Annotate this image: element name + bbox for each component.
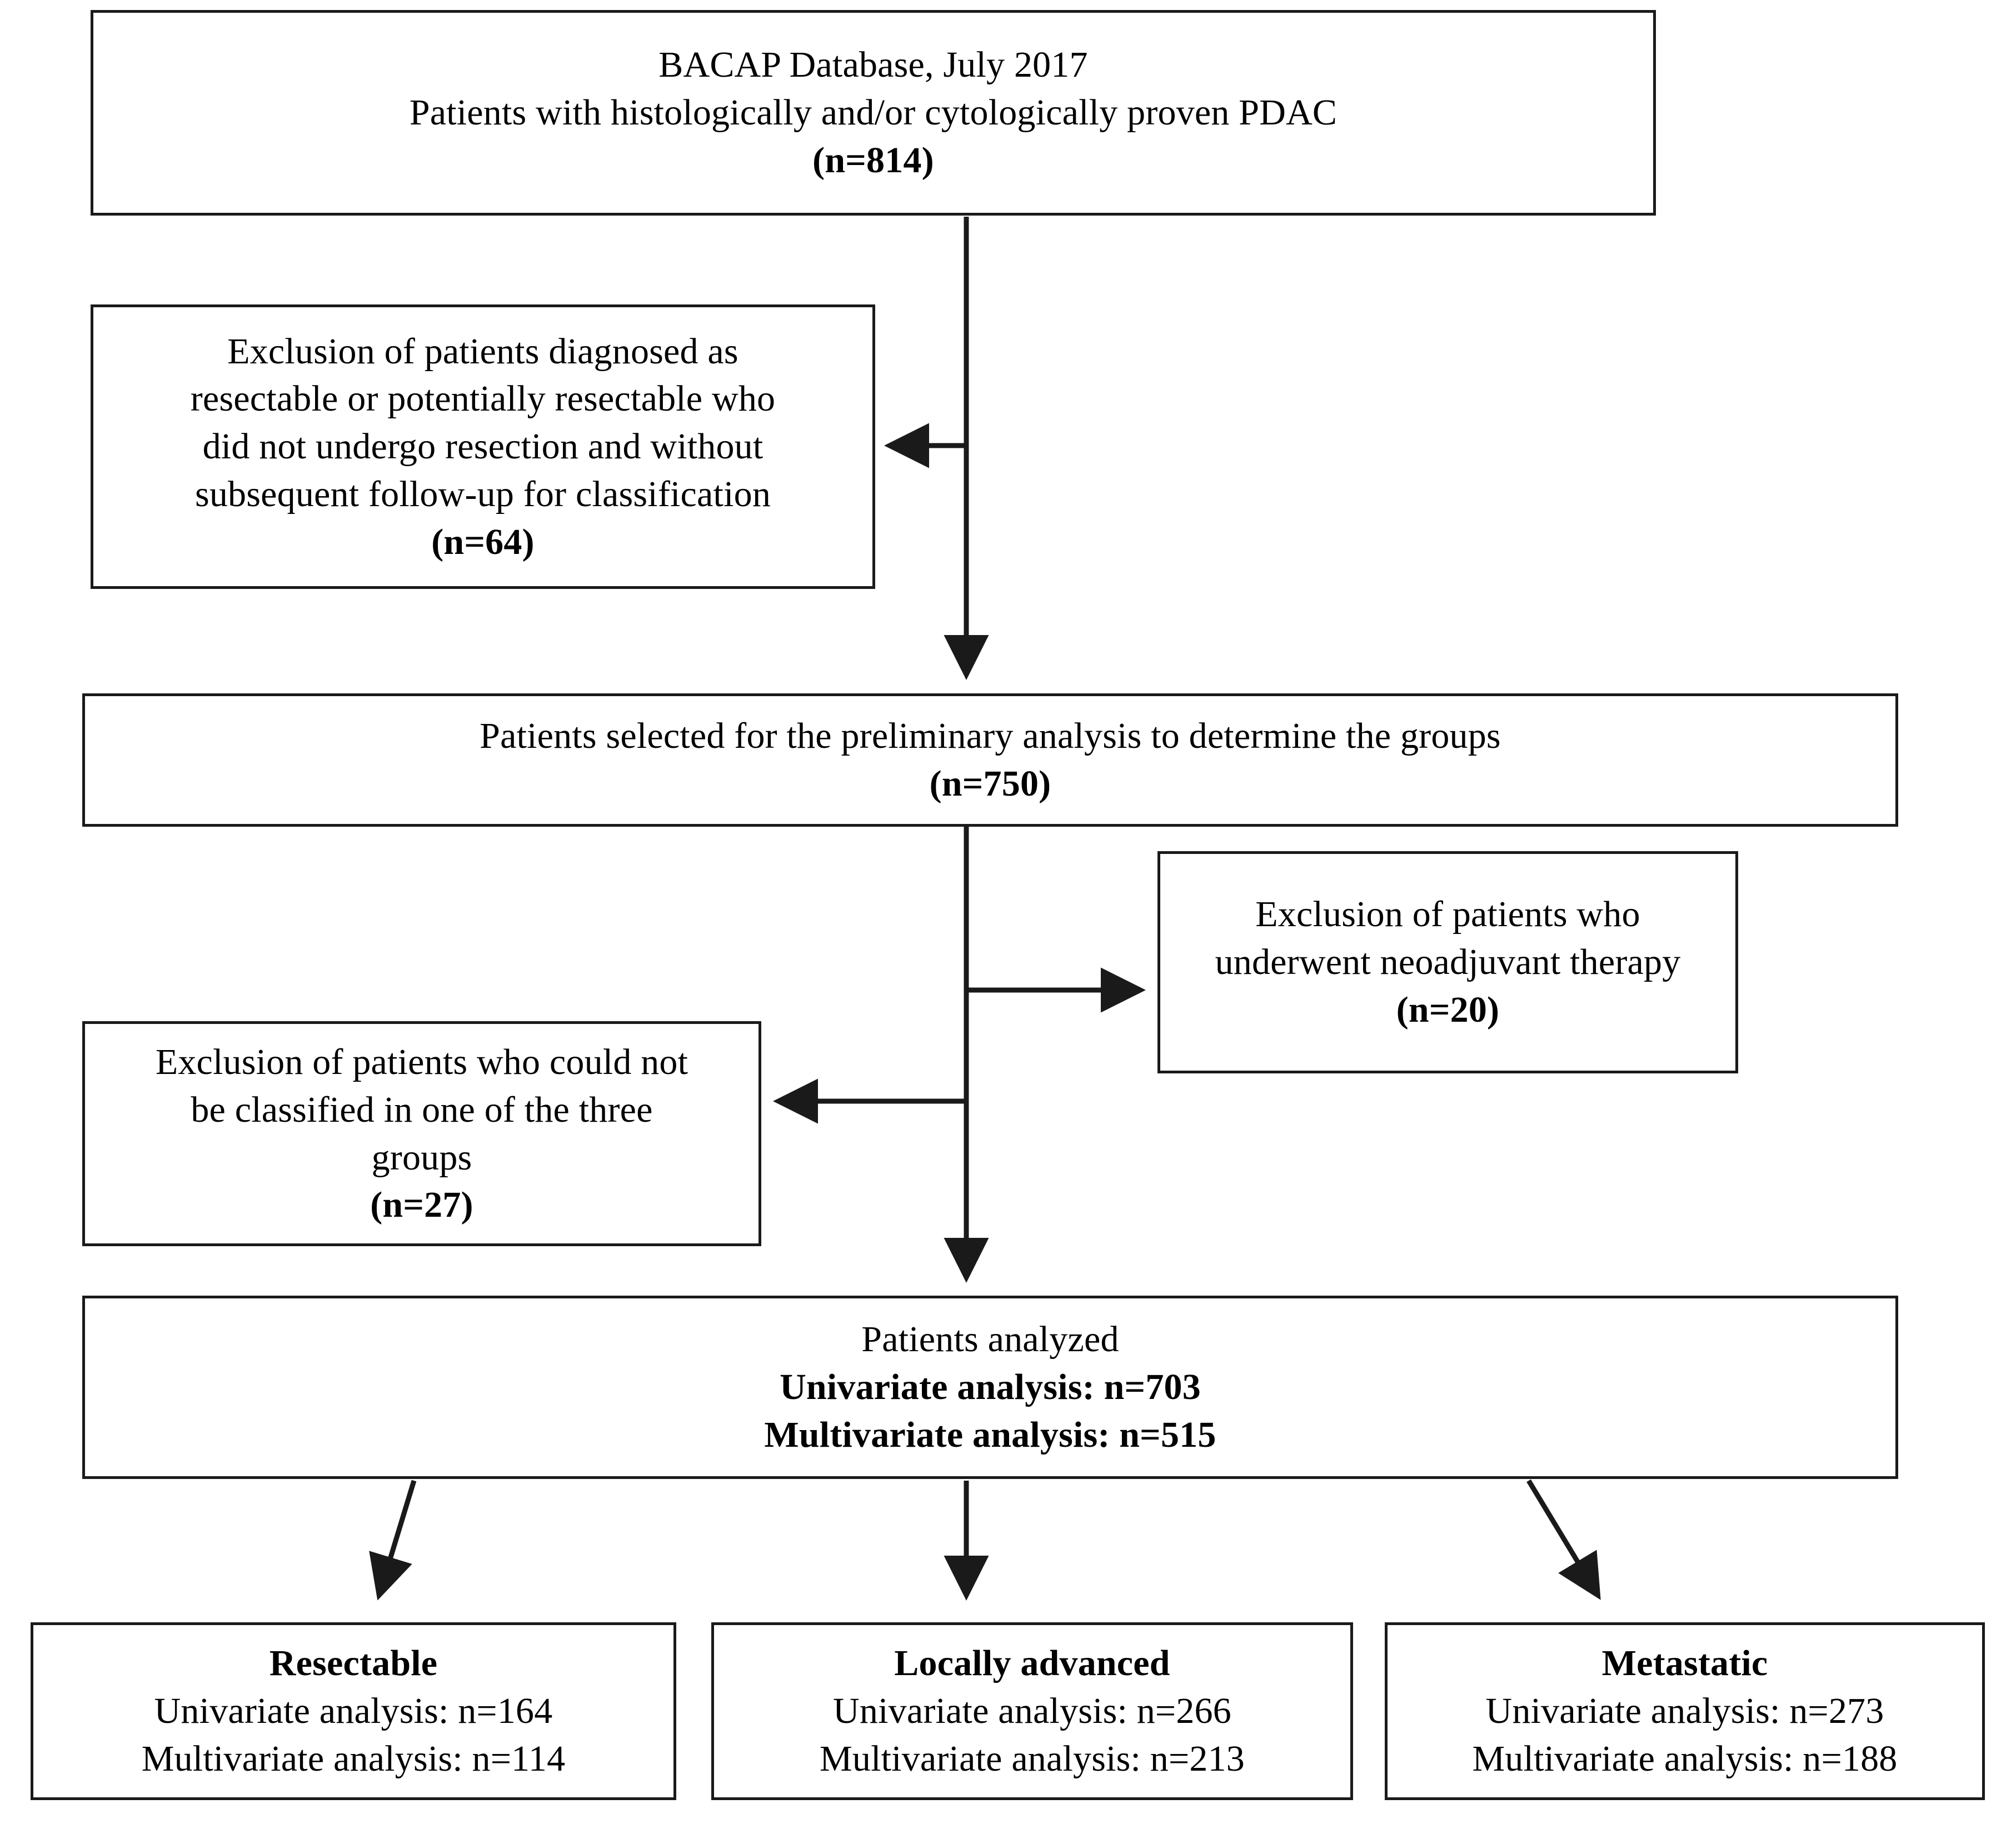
box-group-locally-advanced[interactable]: Locally advanced Univariate analysis: n=… (711, 1622, 1353, 1800)
exclusion-unclassified-line-3: groups (371, 1137, 472, 1178)
source-cohort-count: (n=814) (812, 139, 934, 181)
exclusion-resectable-line-2: resectable or potentially resectable who (190, 378, 776, 419)
exclusion-unclassified-count: (n=27) (370, 1185, 473, 1226)
group-resectable-univariate: Univariate analysis: n=164 (154, 1691, 553, 1732)
box-group-resectable[interactable]: Resectable Univariate analysis: n=164 Mu… (31, 1622, 676, 1800)
exclusion-unclassified-line-1: Exclusion of patients who could not (155, 1041, 688, 1082)
exclusion-neoadjuvant-line-2: underwent neoadjuvant therapy (1215, 942, 1681, 983)
connector-analyzed-to-metastatic (1526, 1479, 1601, 1600)
source-cohort-line-1: BACAP Database, July 2017 (658, 44, 1088, 86)
exclusion-unclassified-line-2: be classified in one of the three (191, 1089, 653, 1130)
group-metastatic-title: Metastatic (1601, 1643, 1768, 1684)
exclusion-neoadjuvant-line-1: Exclusion of patients who (1255, 894, 1640, 935)
box-preliminary-selection[interactable]: Patients selected for the preliminary an… (82, 693, 1898, 827)
group-locally-advanced-multivariate: Multivariate analysis: n=213 (819, 1738, 1245, 1779)
exclusion-resectable-count: (n=64) (431, 521, 535, 562)
source-cohort-line-2: Patients with histologically and/or cyto… (409, 92, 1338, 133)
patients-analyzed-univariate: Univariate analysis: n=703 (780, 1367, 1201, 1408)
preliminary-selection-line-1: Patients selected for the preliminary an… (480, 716, 1501, 757)
connector-analyzed-to-resectable (369, 1480, 417, 1601)
group-locally-advanced-univariate: Univariate analysis: n=266 (833, 1691, 1231, 1732)
exclusion-resectable-line-3: did not undergo resection and without (202, 426, 764, 467)
box-patients-analyzed[interactable]: Patients analyzed Univariate analysis: n… (82, 1296, 1898, 1479)
box-exclusion-neoadjuvant[interactable]: Exclusion of patients who underwent neoa… (1157, 851, 1738, 1073)
group-resectable-multivariate: Multivariate analysis: n=114 (141, 1738, 566, 1779)
patients-analyzed-line-1: Patients analyzed (861, 1319, 1119, 1360)
preliminary-selection-count: (n=750) (929, 763, 1051, 804)
exclusion-resectable-line-4: subsequent follow-up for classification (194, 473, 771, 514)
group-locally-advanced-title: Locally advanced (894, 1643, 1170, 1684)
box-source-cohort[interactable]: BACAP Database, July 2017 Patients with … (91, 10, 1656, 216)
box-exclusion-resectable[interactable]: Exclusion of patients diagnosed as resec… (91, 304, 875, 589)
exclusion-resectable-line-1: Exclusion of patients diagnosed as (227, 331, 738, 372)
box-group-metastatic[interactable]: Metastatic Univariate analysis: n=273 Mu… (1385, 1622, 1985, 1800)
exclusion-neoadjuvant-count: (n=20) (1396, 989, 1500, 1030)
group-metastatic-univariate: Univariate analysis: n=273 (1485, 1691, 1884, 1732)
group-metastatic-multivariate: Multivariate analysis: n=188 (1472, 1738, 1898, 1779)
group-resectable-title: Resectable (269, 1643, 438, 1684)
patients-analyzed-multivariate: Multivariate analysis: n=515 (764, 1414, 1216, 1455)
box-exclusion-unclassified[interactable]: Exclusion of patients who could not be c… (82, 1021, 761, 1246)
